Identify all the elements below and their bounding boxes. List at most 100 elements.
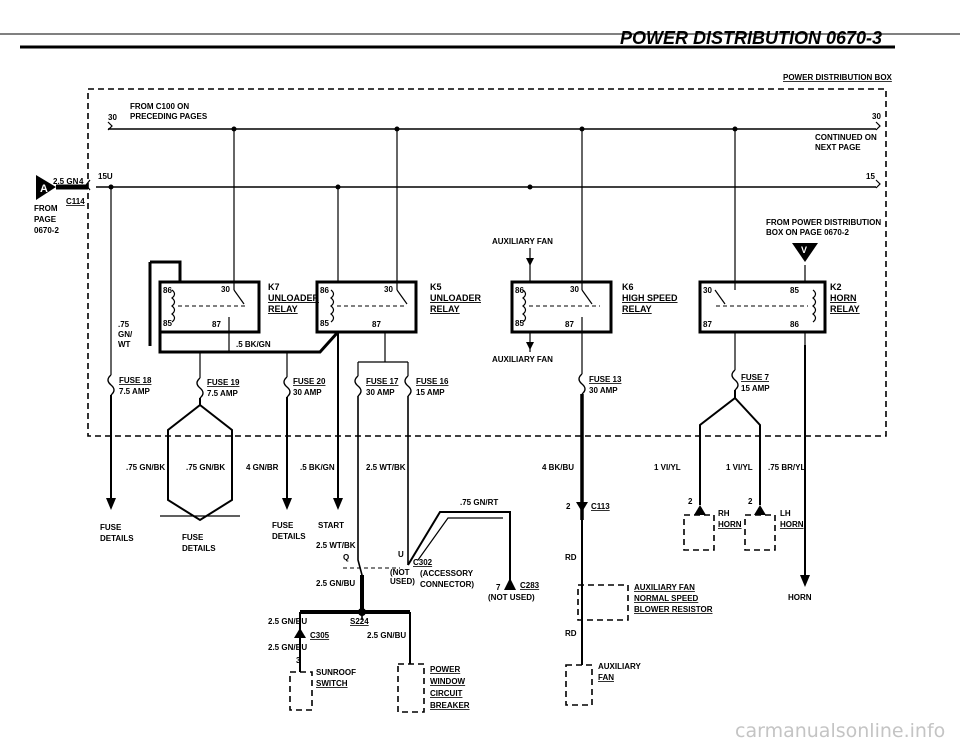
aux-fan-bottom-arrow-icon <box>526 342 534 350</box>
fuse-details-3-label: FUSE <box>272 521 294 530</box>
pin-2-label: 2 <box>566 502 571 511</box>
pin-3-label: 3 <box>296 656 301 665</box>
connector-label: CONNECTOR) <box>420 580 474 589</box>
fuse-details-1-arrow-icon <box>106 498 116 510</box>
k6-label: K6 <box>622 282 634 292</box>
relay-k5: 86 30 85 87 K5 UNLOADER RELAY <box>315 129 481 334</box>
pw-label-2: WINDOW <box>430 677 466 686</box>
connector-a-letter: A <box>40 183 48 195</box>
afn-label-3: BLOWER RESISTOR <box>634 605 713 614</box>
lh-horn-terminal-icon <box>754 505 766 515</box>
fuse-17-label: FUSE 17 <box>366 377 399 386</box>
continued-label: CONTINUED ON <box>815 133 877 142</box>
afn-label-1: AUXILIARY FAN <box>634 583 695 592</box>
bus-30-label-left: 30 <box>108 113 117 122</box>
not-1-label: (NOT <box>390 568 410 577</box>
fuse-details-2-label: FUSE <box>182 533 204 542</box>
k7-type: RELAY <box>268 304 298 314</box>
fuse-13-amp: 30 AMP <box>589 386 618 395</box>
c113-terminal-icon <box>576 502 588 512</box>
k5-pin-87: 87 <box>372 320 381 329</box>
afn-label-2: NORMAL SPEED <box>634 594 699 603</box>
relay-k6: 86 30 85 87 K6 HIGH SPEED RELAY AUXILIAR… <box>492 129 678 364</box>
power-distribution-box-outline <box>87 88 887 437</box>
fuse-18-amp: 7.5 AMP <box>119 387 150 396</box>
wire-gnbk-2-label: .75 GN/BK <box>186 463 225 472</box>
lh-horn-box <box>744 514 776 551</box>
wire-gnbu-4-label: 2.5 GN/BU <box>268 643 307 652</box>
fuse-details-3-arrow-icon <box>282 498 292 510</box>
q-label: Q <box>343 553 349 562</box>
c283-terminal-icon <box>504 578 516 590</box>
k2-pin-85: 85 <box>790 286 799 295</box>
k5-label: K5 <box>430 282 442 292</box>
pw-label-1: POWER <box>430 665 460 674</box>
k7-pin-30: 30 <box>221 285 230 294</box>
blower-resistor-box <box>577 584 629 621</box>
fuse-20-amp: 30 AMP <box>293 388 322 397</box>
k7-pin-87: 87 <box>212 320 221 329</box>
sunroof-switch-box <box>289 671 313 711</box>
box-title: POWER DISTRIBUTION BOX <box>783 73 893 82</box>
wire-gnbu-3-label: 2.5 GN/BU <box>367 631 406 640</box>
wire-gnbu-2-label: 2.5 GN/BU <box>268 617 307 626</box>
k5-name: UNLOADER <box>430 293 481 303</box>
k5-pin-86: 86 <box>320 286 329 295</box>
horn-arrow-icon <box>800 575 810 587</box>
c114-label: C114 <box>66 197 85 206</box>
k6-name: HIGH SPEED <box>622 293 678 303</box>
aux-fan-label-1: AUXILIARY <box>598 662 641 671</box>
from-pdb-page-label: BOX ON PAGE 0670-2 <box>766 228 850 237</box>
fuse-7-label: FUSE 7 <box>741 373 770 382</box>
u-label: U <box>398 550 404 559</box>
header: POWER DISTRIBUTION 0670-3 POWER DISTRIBU… <box>0 28 960 82</box>
k6-pin-86: 86 <box>515 286 524 295</box>
c113-label: C113 <box>591 502 610 511</box>
horns: 2 2 RH HORN LH HORN HORN <box>683 497 812 602</box>
relay-k7: 86 30 85 87 K7 UNLOADER RELAY <box>158 129 319 352</box>
fuse-19-label: FUSE 19 <box>207 378 240 387</box>
sunroof-switch-label: SWITCH <box>316 679 348 688</box>
page-number-label: 0670-2 <box>34 226 59 235</box>
wire-wt-label: WT <box>118 340 131 349</box>
wire-2-5-gn-label: 2.5 GN <box>53 177 79 186</box>
term-15u-label: 15U <box>98 172 113 181</box>
preceding-pages-label: PRECEDING PAGES <box>130 112 208 121</box>
c305-terminal-icon <box>294 628 306 638</box>
fuses: FUSE 18 7.5 AMP FUSE 19 7.5 AMP FUSE 20 … <box>107 317 770 399</box>
k5-pin-30: 30 <box>384 285 393 294</box>
connector-v-letter: V <box>801 245 807 255</box>
k2-pin-86: 86 <box>790 320 799 329</box>
wire-rd-1-label: RD <box>565 553 577 562</box>
heavy-wires: .75 GN/ WT .5 BK/GN <box>110 187 340 375</box>
page-label: PAGE <box>34 215 57 224</box>
aux-fan-bottom-label: AUXILIARY FAN <box>492 355 553 364</box>
aux-fan-top-label: AUXILIARY FAN <box>492 237 553 246</box>
start-label: START <box>318 521 344 530</box>
watermark: carmanualsonline.info <box>735 720 945 742</box>
wire-bkbu-label: 4 BK/BU <box>542 463 574 472</box>
next-page-label: NEXT PAGE <box>815 143 861 152</box>
wire-viyl-2-label: 1 VI/YL <box>726 463 753 472</box>
fuse-13-label: FUSE 13 <box>589 375 622 384</box>
k2-label: K2 <box>830 282 842 292</box>
rh-horn-box <box>683 514 715 551</box>
lh-pin-2: 2 <box>748 497 753 506</box>
k7-label: K7 <box>268 282 280 292</box>
k2-name: HORN <box>830 293 857 303</box>
c302-label: C302 <box>413 558 433 567</box>
pin-7-label: 7 <box>496 583 501 592</box>
s224-node-icon <box>358 608 366 616</box>
fuse-details-1-label: FUSE <box>100 523 122 532</box>
fuse-20-label: FUSE 20 <box>293 377 326 386</box>
connector-a-arrow-icon <box>36 175 56 200</box>
aux-fan-branch: 2 C113 RD AUXILIARY FAN NORMAL SPEED BLO… <box>565 502 713 706</box>
k2-pin-87: 87 <box>703 320 712 329</box>
k6-pin-87: 87 <box>565 320 574 329</box>
relay-k2: V 30 85 87 86 K2 HORN RELAY FROM POWER D… <box>698 129 881 370</box>
fuse-16-label: FUSE 16 <box>416 377 449 386</box>
wire-gn-label: GN/ <box>118 330 133 339</box>
input-connector-a: A 2.5 GN 4 FROM C114 PAGE 0670-2 <box>34 175 88 235</box>
fuse-7-amp: 15 AMP <box>741 384 770 393</box>
